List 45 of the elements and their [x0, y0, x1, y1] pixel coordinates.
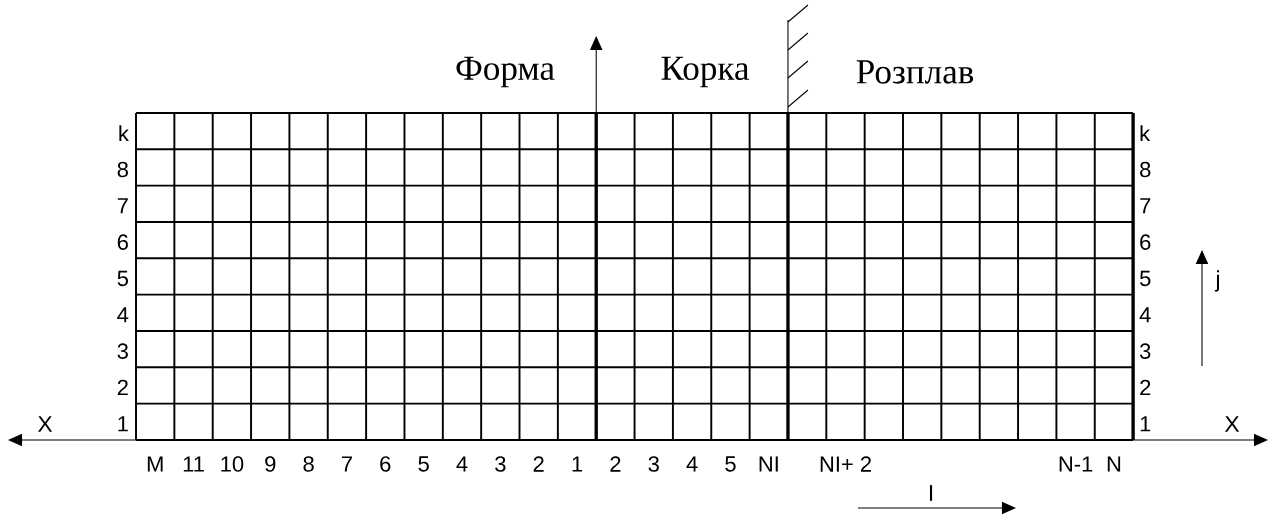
column-number: 5	[418, 456, 429, 472]
row-number: 5	[1140, 270, 1151, 287]
column-number: 10	[221, 456, 244, 472]
row-number: 3	[117, 343, 128, 359]
column-number: 2	[533, 456, 544, 472]
row-number: 3	[1139, 343, 1151, 359]
axis-label: j	[1214, 270, 1219, 292]
column-number: 3	[495, 456, 506, 472]
axis-label: I	[929, 485, 933, 501]
column-number: M	[147, 456, 163, 472]
column-number: N-1	[1059, 456, 1093, 472]
column-number: 2	[610, 456, 621, 472]
column-number: 4	[686, 456, 698, 472]
column-number: 3	[648, 456, 659, 472]
row-number: 5	[117, 270, 128, 287]
region-label: Розплав	[856, 60, 974, 84]
row-number: 4	[1139, 307, 1151, 323]
column-number: 7	[342, 456, 352, 472]
column-number: NI+ 2	[820, 456, 871, 472]
column-number: N	[1107, 456, 1121, 472]
column-number: 5	[725, 456, 736, 472]
column-number: 6	[380, 456, 391, 472]
column-number: NI	[759, 456, 778, 472]
row-number: 4	[117, 307, 129, 323]
region-label: Корка	[661, 56, 750, 88]
row-number: 7	[117, 198, 128, 214]
row-number: 7	[1140, 198, 1151, 214]
axis-label: X	[37, 416, 53, 432]
row-number: 2	[1140, 379, 1151, 396]
row-number: 8	[117, 161, 128, 178]
column-number: 9	[265, 456, 276, 472]
row-number: 2	[117, 379, 128, 396]
column-number: 8	[303, 456, 314, 472]
axis-label: X	[1224, 416, 1240, 432]
column-number: 1	[572, 456, 583, 472]
row-number: k	[119, 125, 129, 142]
row-number: 6	[117, 234, 128, 250]
row-number: 6	[1140, 234, 1151, 250]
column-number: 11	[183, 456, 204, 472]
row-number: 1	[1140, 416, 1151, 432]
row-number: 8	[1140, 161, 1151, 178]
column-number: 4	[456, 456, 468, 472]
region-label: Форма	[456, 56, 555, 88]
row-number: k	[1140, 125, 1151, 142]
row-number: 1	[118, 416, 128, 432]
